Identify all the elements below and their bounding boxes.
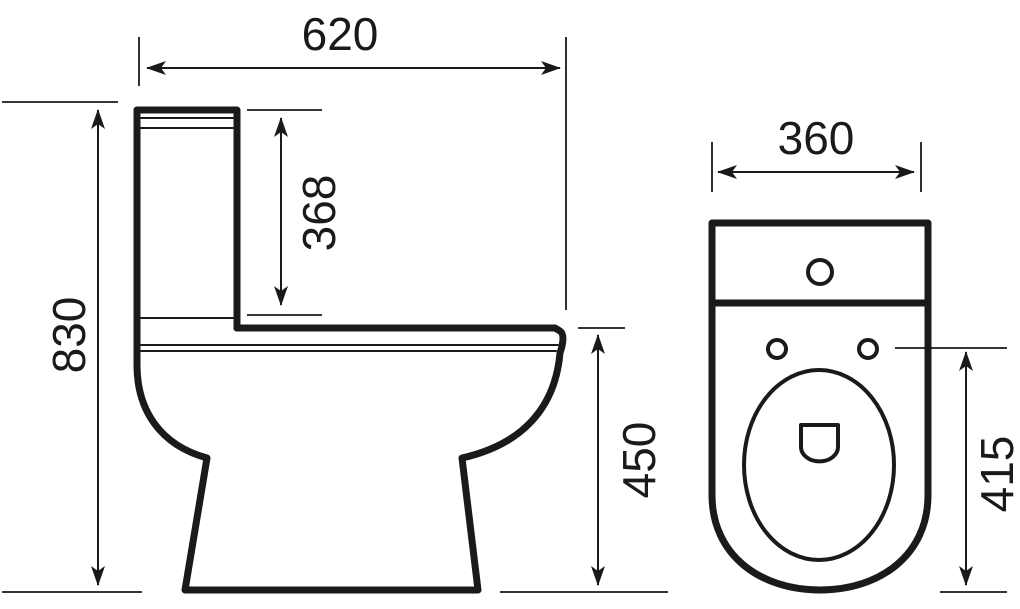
- hinge-hole-left: [766, 338, 788, 360]
- dimension-lines: [91, 61, 973, 586]
- label-415: 415: [971, 436, 1020, 513]
- cistern-outline: [133, 106, 241, 332]
- top-view: [708, 219, 932, 594]
- label-830: 830: [43, 297, 95, 374]
- side-view: [133, 106, 567, 594]
- dimension-labels: 620 830 368 450 360 415: [43, 8, 1020, 512]
- bowl-outline: [742, 368, 896, 562]
- top-outline: [708, 219, 932, 594]
- hinge-hole-right: [857, 338, 879, 360]
- pan-body-outline: [133, 106, 567, 594]
- label-360: 360: [778, 112, 855, 164]
- label-620: 620: [302, 8, 379, 60]
- extension-lines: [2, 37, 1007, 593]
- label-368: 368: [293, 175, 345, 252]
- label-450: 450: [613, 422, 665, 499]
- flush-button: [806, 258, 834, 286]
- outlet-outline: [799, 423, 840, 464]
